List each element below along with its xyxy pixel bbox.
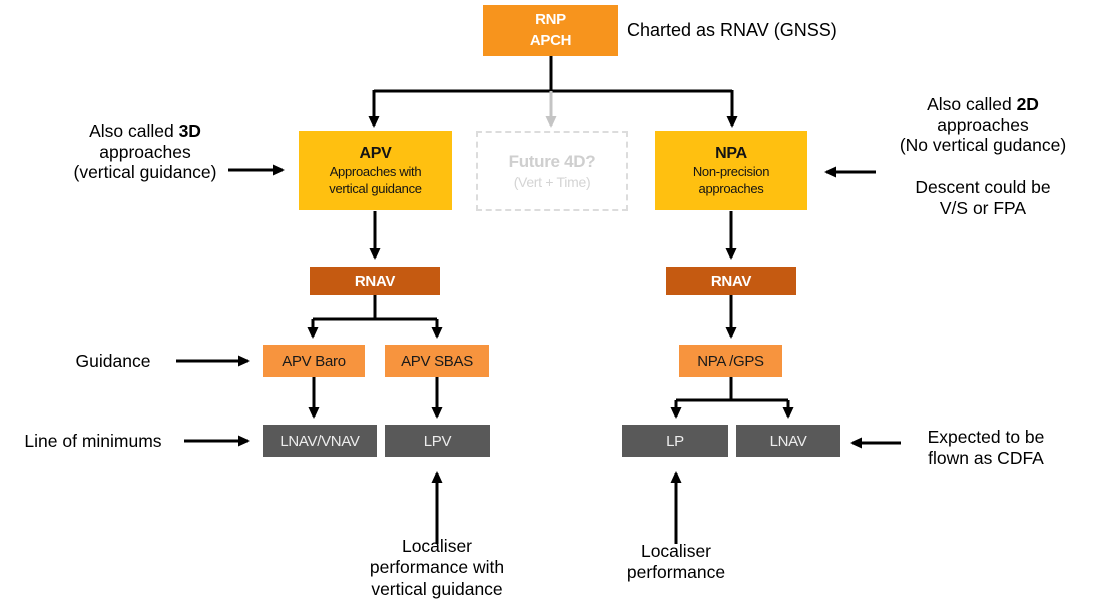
label-guidance: Guidance (75, 351, 151, 371)
connector-root-branch (374, 56, 732, 93)
note-localiser-perf-vertical: Localiser performance with vertical guid… (369, 536, 505, 599)
node-rnav-right: RNAV (666, 267, 796, 295)
node-npa-gps-label: NPA /GPS (697, 352, 764, 370)
node-future-4d: Future 4D? (Vert + Time) (476, 131, 628, 211)
node-rnav-left: RNAV (310, 267, 440, 295)
node-apv-baro-label: APV Baro (282, 352, 346, 370)
node-lnav: LNAV (736, 425, 840, 457)
bold-2d: 2D (1016, 94, 1039, 114)
note-localiser-perf: Localiser performance (626, 541, 726, 583)
node-apv: APV Approaches with vertical guidance (299, 131, 452, 210)
node-npa-gps: NPA /GPS (679, 345, 782, 377)
node-lp: LP (622, 425, 728, 457)
node-lpv-label: LPV (423, 432, 452, 450)
node-rnp-apch: RNP APCH (483, 5, 618, 56)
node-lp-label: LP (666, 432, 684, 450)
node-apv-sbas: APV SBAS (385, 345, 489, 377)
note-cdfa: Expected to be flown as CDFA (927, 427, 1045, 468)
label-line-of-minimums: Line of minimums (24, 431, 162, 451)
connector-npagps-split (676, 377, 788, 402)
node-apv-sub1: Approaches with (329, 163, 422, 179)
node-future-4d-title: Future 4D? (508, 152, 596, 172)
bold-3d: 3D (178, 121, 201, 141)
connector-rnav-left-split (313, 295, 437, 321)
node-npa-title: NPA (715, 144, 747, 162)
node-lpv: LPV (385, 425, 490, 457)
node-rnav-right-label: RNAV (710, 272, 752, 290)
node-apv-baro: APV Baro (263, 345, 365, 377)
node-lnav-label: LNAV (769, 432, 807, 450)
note-3d-approaches: Also called 3D approaches (vertical guid… (73, 121, 217, 183)
node-lnav-vnav-label: LNAV/VNAV (280, 432, 360, 450)
node-npa: NPA Non-precision approaches (655, 131, 807, 210)
node-future-4d-sub: (Vert + Time) (513, 173, 591, 190)
node-npa-sub2: approaches (698, 180, 764, 196)
node-npa-sub1: Non-precision (692, 163, 770, 179)
note-descent: Descent could be V/S or FPA (915, 176, 1051, 218)
node-apv-title: APV (359, 144, 392, 162)
charted-as-note: Charted as RNAV (GNSS) (627, 20, 837, 40)
node-apv-sbas-label: APV SBAS (401, 352, 473, 370)
node-rnav-left-label: RNAV (354, 272, 396, 290)
node-rnp-apch-line1: RNP (535, 11, 566, 29)
node-apv-sub2: vertical guidance (329, 180, 422, 196)
node-rnp-apch-line2: APCH (529, 31, 572, 49)
node-lnav-vnav: LNAV/VNAV (263, 425, 377, 457)
note-2d-approaches: Also called 2D approaches (No vertical g… (870, 94, 1096, 218)
